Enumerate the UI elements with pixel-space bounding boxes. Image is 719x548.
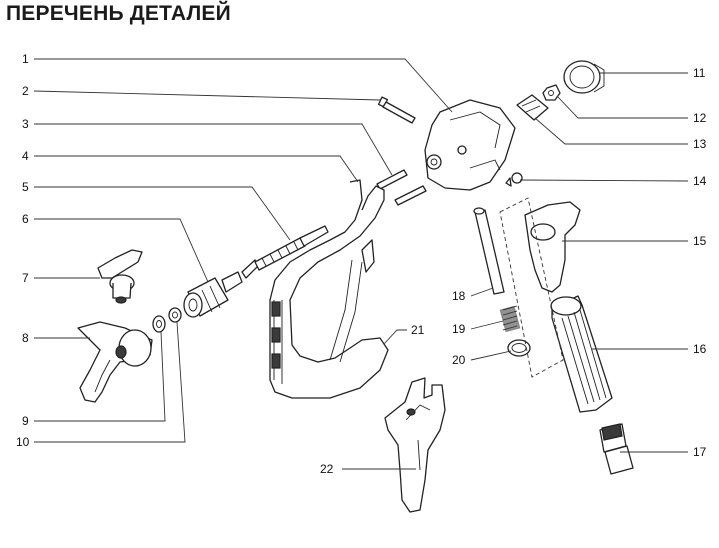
part-6-adapter xyxy=(183,271,243,318)
part-7-tip-guard xyxy=(97,249,143,304)
part-8-tip-guard-assembly xyxy=(77,321,153,403)
label-14: 14 xyxy=(693,174,707,188)
label-19: 19 xyxy=(452,322,466,336)
part-3-pin-2 xyxy=(394,185,427,206)
part-16-grip xyxy=(550,295,613,413)
label-10: 10 xyxy=(16,435,30,449)
part-11-cap xyxy=(563,60,605,94)
label-17: 17 xyxy=(693,445,707,459)
label-4: 4 xyxy=(22,149,29,163)
part-19-spring xyxy=(499,305,521,333)
part-4-gun-body xyxy=(269,179,389,399)
part-22-trigger xyxy=(384,377,446,513)
label-7: 7 xyxy=(22,271,29,285)
label-1: 1 xyxy=(22,52,29,66)
part-13-block xyxy=(516,94,549,121)
label-3: 3 xyxy=(22,117,29,131)
label-9: 9 xyxy=(22,414,29,428)
label-20: 20 xyxy=(452,353,466,367)
part-20-oring xyxy=(507,339,531,357)
part-12-nut xyxy=(542,84,561,101)
part-18-filter xyxy=(473,207,505,295)
label-12: 12 xyxy=(693,111,707,125)
label-16: 16 xyxy=(693,342,707,356)
label-6: 6 xyxy=(22,212,29,226)
part-10-seal xyxy=(168,307,182,323)
part-9-seal xyxy=(152,315,166,333)
part-17-swivel xyxy=(599,423,634,475)
label-21: 21 xyxy=(411,323,425,337)
label-22: 22 xyxy=(320,462,334,476)
label-13: 13 xyxy=(693,137,707,151)
page-title: ПЕРЕЧЕНЬ ДЕТАЛЕЙ xyxy=(6,2,231,25)
label-5: 5 xyxy=(22,180,29,194)
filter-assembly-box xyxy=(499,197,564,378)
part-3-pin xyxy=(376,169,408,190)
label-11: 11 xyxy=(693,66,706,80)
label-2: 2 xyxy=(22,84,29,98)
label-15: 15 xyxy=(693,234,707,248)
leader-lines xyxy=(33,58,689,470)
part-14-screw xyxy=(505,172,523,187)
part-5-needle xyxy=(241,225,329,279)
part-15-guard xyxy=(524,201,581,293)
label-8: 8 xyxy=(22,331,29,345)
part-1-gun-head xyxy=(424,99,516,191)
label-18: 18 xyxy=(452,289,466,303)
part-2-bolt xyxy=(377,96,416,124)
